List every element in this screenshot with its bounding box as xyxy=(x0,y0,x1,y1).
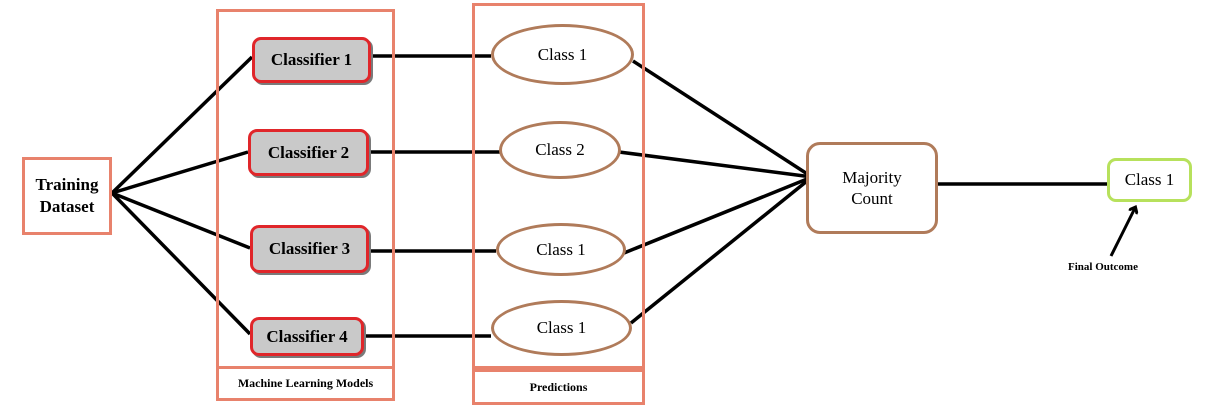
majority-count-label-line1: Majority xyxy=(842,168,902,187)
training-dataset-box: Training Dataset xyxy=(22,157,112,235)
prediction-2: Class 2 xyxy=(499,121,621,179)
final-outcome-arrow xyxy=(1109,208,1135,257)
edge-training-classifier-4 xyxy=(110,191,252,336)
edge-prediction-2-majority xyxy=(618,150,813,179)
training-dataset-label-line2: Dataset xyxy=(39,197,95,216)
final-outcome-box: Class 1 xyxy=(1107,158,1192,202)
final-outcome-annotation: Final Outcome xyxy=(1068,261,1138,273)
edge-prediction-4-majority xyxy=(629,175,814,325)
prediction-2-label: Class 2 xyxy=(535,140,585,159)
classifier-3: Classifier 3 xyxy=(250,225,369,273)
models-caption-text: Machine Learning Models xyxy=(237,376,374,390)
prediction-4: Class 1 xyxy=(491,300,632,356)
final-outcome-label: Class 1 xyxy=(1124,170,1175,189)
predictions-container xyxy=(472,3,645,369)
predictions-caption-text: Predictions xyxy=(529,379,588,394)
predictions-caption: Predictions xyxy=(472,369,645,405)
prediction-4-label: Class 1 xyxy=(536,318,587,337)
prediction-1: Class 1 xyxy=(491,24,634,85)
prediction-1-label: Class 1 xyxy=(537,44,588,64)
classifier-3-label: Classifier 3 xyxy=(268,239,351,258)
prediction-3-label: Class 1 xyxy=(536,239,586,259)
classifier-4: Classifier 4 xyxy=(250,317,364,356)
classifier-2: Classifier 2 xyxy=(248,129,369,176)
classifier-2-label: Classifier 2 xyxy=(267,142,350,162)
edge-training-classifier-3 xyxy=(111,191,251,250)
classifier-1-label: Classifier 1 xyxy=(270,50,353,69)
edge-training-classifier-1 xyxy=(110,55,254,195)
edge-training-classifier-2 xyxy=(111,150,249,195)
training-dataset-label-line1: Training xyxy=(35,175,99,194)
classifier-1: Classifier 1 xyxy=(252,37,371,83)
edge-prediction-3-majority xyxy=(623,175,813,255)
majority-count-label-line2: Count xyxy=(851,189,893,208)
classifier-4-label: Classifier 4 xyxy=(266,326,348,346)
models-caption: Machine Learning Models xyxy=(216,366,395,401)
prediction-3: Class 1 xyxy=(496,223,626,276)
edge-prediction-1-majority xyxy=(632,59,813,179)
majority-count-box: Majority Count xyxy=(806,142,938,234)
